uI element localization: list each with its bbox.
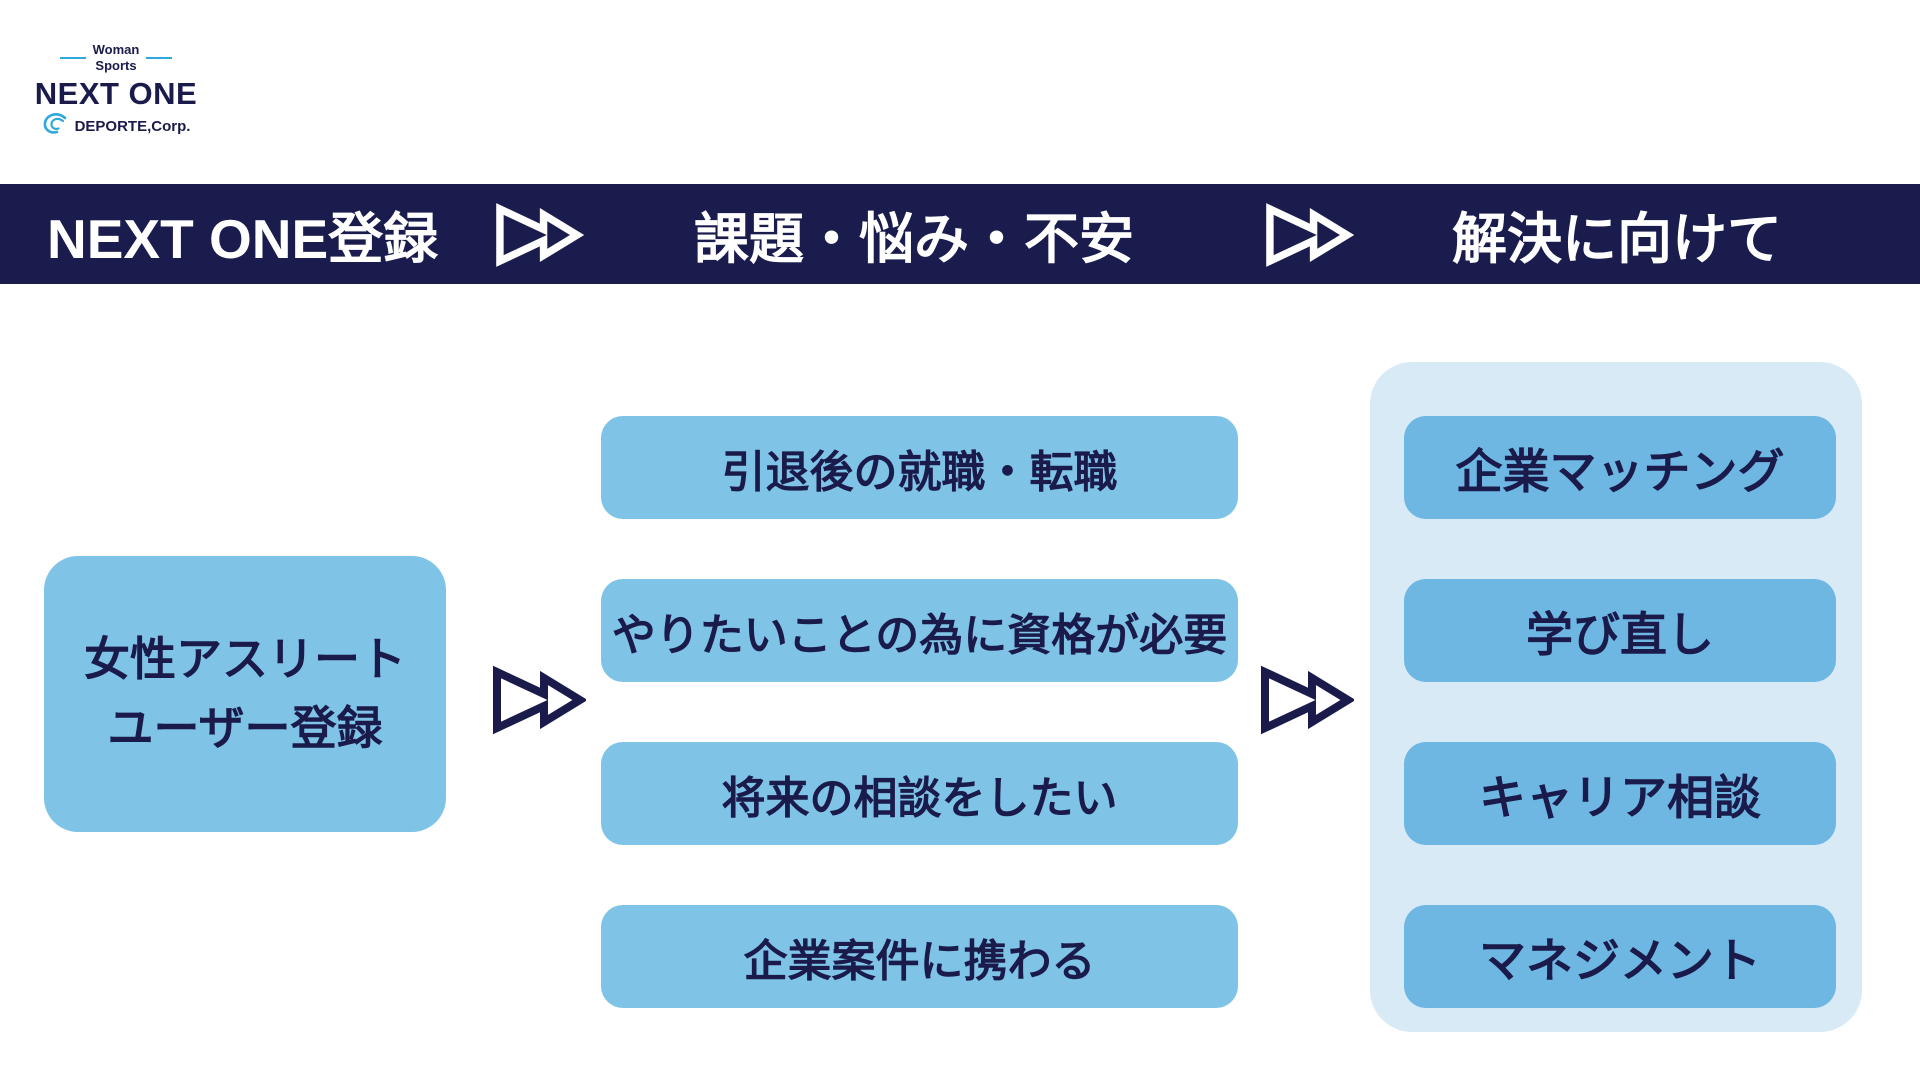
issue-box-qualification: やりたいことの為に資格が必要	[601, 579, 1238, 682]
logo-right-dash	[146, 57, 173, 60]
logo-woman-text: Woman	[92, 42, 140, 57]
solution-box-company-matching: 企業マッチング	[1404, 416, 1836, 519]
logo-left-dash	[59, 57, 86, 60]
logo-sports-text: Sports	[95, 58, 137, 74]
arrow-right-icon	[490, 658, 588, 747]
issue-box-retirement-job: 引退後の就職・転職	[601, 416, 1238, 519]
logo-brand-name: NEXT ONE	[34, 75, 198, 111]
arrow-right-icon	[1258, 658, 1356, 747]
user-box-line2: ユーザー登録	[107, 702, 383, 754]
arrow-right-icon	[1262, 196, 1355, 279]
stage-label-issues: 課題・悩み・不安	[694, 208, 1135, 270]
process-header-band: NEXT ONE登録 課題・悩み・不安 解決に向けて	[0, 184, 1920, 284]
brand-logo: Woman Sports NEXT ONE DEPORTE,Corp.	[34, 42, 198, 140]
wave-icon	[42, 112, 70, 140]
solution-box-relearning: 学び直し	[1404, 579, 1836, 682]
arrow-right-icon	[492, 196, 585, 279]
issue-box-corporate-projects: 企業案件に携わる	[601, 905, 1238, 1008]
user-registration-box: 女性アスリート ユーザー登録	[44, 556, 446, 832]
stage-label-solutions: 解決に向けて	[1452, 208, 1783, 270]
logo-company-name: DEPORTE,Corp.	[74, 117, 191, 135]
solution-box-career-consulting: キャリア相談	[1404, 742, 1836, 845]
stage-label-registration: NEXT ONE登録	[47, 208, 439, 270]
logo-woman-sports-row: Woman Sports	[59, 42, 173, 75]
solution-box-management: マネジメント	[1404, 905, 1836, 1008]
issue-box-future-consult: 将来の相談をしたい	[601, 742, 1238, 845]
user-box-line1: 女性アスリート	[84, 633, 406, 685]
